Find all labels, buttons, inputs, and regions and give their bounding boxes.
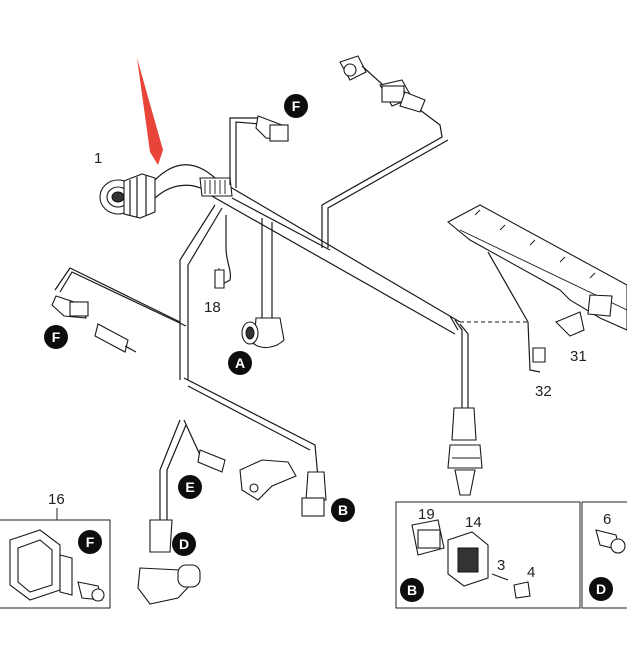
badge-f-left-label: F <box>52 329 61 345</box>
callout-14: 14 <box>465 514 482 531</box>
badge-b-main-label: B <box>338 502 348 518</box>
callout-16: 16 <box>48 491 65 508</box>
frame-rail <box>447 204 627 373</box>
red-pointer-arrow <box>137 58 163 165</box>
right-lower-sensor-branch <box>447 319 483 496</box>
callout-31: 31 <box>570 348 587 365</box>
badge-d-main-label: D <box>179 536 189 552</box>
badge-b-inset-label: B <box>407 582 417 598</box>
callout-3: 3 <box>497 557 505 574</box>
badge-e-label: E <box>185 479 194 495</box>
inset-16-box <box>0 508 111 609</box>
callout-1: 1 <box>94 150 102 167</box>
callout-19: 19 <box>418 506 435 523</box>
badge-e: E <box>178 475 202 499</box>
inset-d-box <box>581 501 627 609</box>
badge-b-main: B <box>331 498 355 522</box>
harness-trunk <box>154 164 461 335</box>
main-round-connector <box>99 173 156 219</box>
badge-d-inset-label: D <box>596 581 606 597</box>
callout-6: 6 <box>603 511 611 528</box>
badge-f-top-label: F <box>292 98 301 114</box>
branch-18-lead <box>214 215 232 289</box>
badge-f-top: F <box>284 94 308 118</box>
branch-top-f <box>229 115 289 188</box>
badge-f-inset: F <box>78 530 102 554</box>
top-right-sensor-branch <box>321 55 449 248</box>
branch-a-connector <box>241 218 285 349</box>
badge-d-main: D <box>172 532 196 556</box>
badge-f-left: F <box>44 325 68 349</box>
inset-b-box <box>395 501 581 609</box>
badge-f-inset-label: F <box>86 534 95 550</box>
left-down-branch <box>51 204 327 605</box>
badge-a: A <box>228 351 252 375</box>
callout-32: 32 <box>535 383 552 400</box>
badge-d-inset: D <box>589 577 613 601</box>
callout-4: 4 <box>527 564 535 581</box>
callout-18: 18 <box>204 299 221 316</box>
badge-b-inset: B <box>400 578 424 602</box>
badge-a-label: A <box>235 355 245 371</box>
